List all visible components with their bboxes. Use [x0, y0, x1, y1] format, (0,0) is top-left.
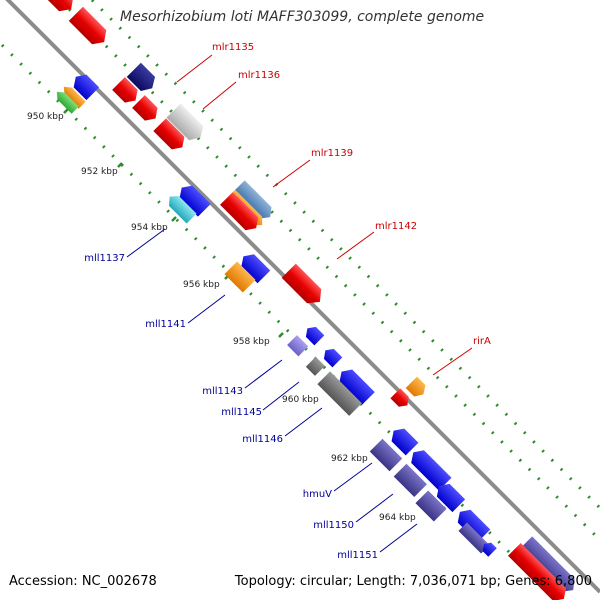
gene-forward-red-bottom[interactable]: [508, 543, 570, 600]
gene-forward-red-5[interactable]: [220, 192, 262, 234]
gene-reverse-blue-5[interactable]: [387, 424, 419, 456]
label-mll1141[interactable]: mll1141: [145, 319, 186, 330]
gene-mlr1136[interactable]: [166, 103, 207, 144]
label-mlr1136[interactable]: mlr1136: [238, 70, 280, 81]
label-mll1143[interactable]: mll1143: [202, 386, 243, 397]
scale-label-952: 952 kbp: [81, 167, 118, 177]
scale-label-956: 956 kbp: [183, 280, 220, 290]
gene-mll1137[interactable]: [165, 192, 197, 224]
forward-leaders: [176, 54, 473, 376]
map-title: Mesorhizobium loti MAFF303099, complete …: [120, 9, 485, 25]
scale-label-954: 954 kbp: [131, 223, 168, 233]
label-mll1146[interactable]: mll1146: [242, 434, 283, 445]
gene-rirA[interactable]: [405, 376, 429, 400]
scale-label-958: 958 kbp: [233, 337, 270, 347]
gene-reverse-blue-1[interactable]: [69, 70, 100, 101]
gene-mll1143[interactable]: [287, 335, 309, 357]
label-rirA[interactable]: rirA: [473, 336, 491, 347]
label-mlr1142[interactable]: mlr1142: [375, 221, 417, 232]
forward-gene-labels: mlr1135 mlr1136 mlr1139 mlr1142 rirA: [212, 42, 491, 347]
gene-mll1145[interactable]: [305, 356, 325, 376]
label-mll1151[interactable]: mll1151: [337, 550, 378, 561]
gene-mlr1142[interactable]: [281, 263, 327, 309]
gene-hmuV[interactable]: [369, 438, 403, 472]
label-mlr1139[interactable]: mlr1139: [311, 148, 353, 159]
gene-reverse-orange-1[interactable]: [60, 83, 86, 109]
gene-mll1151[interactable]: [458, 522, 490, 554]
gene-mll1141-blue[interactable]: [237, 250, 271, 284]
gene-forward-slate-bottom[interactable]: [519, 536, 579, 596]
scale-labels: 950 kbp 952 kbp 954 kbp 956 kbp 958 kbp …: [27, 112, 416, 523]
gene-mll1146[interactable]: [317, 371, 362, 416]
accession-label: Accession: NC_002678: [9, 574, 157, 589]
reverse-leaders: [126, 228, 418, 553]
grid-line-outer: [90, 0, 600, 510]
gene-reverse-blue-4[interactable]: [320, 345, 343, 368]
label-mlr1135[interactable]: mlr1135: [212, 42, 254, 53]
gene-forward-red-2[interactable]: [68, 6, 111, 49]
gene-forward-red-top[interactable]: [35, 0, 78, 16]
gene-forward-red-4[interactable]: [153, 118, 188, 153]
gene-reverse-green-1[interactable]: [53, 88, 79, 114]
genome-summary: Topology: circular; Length: 7,036,071 bp…: [234, 574, 592, 589]
label-hmuV[interactable]: hmuV: [303, 489, 332, 500]
gene-mll1141[interactable]: [224, 261, 256, 293]
gene-reverse-blue-3[interactable]: [302, 323, 325, 346]
gene-reverse-blue-6[interactable]: [407, 446, 452, 491]
gene-forward-red-3[interactable]: [132, 95, 162, 125]
gene-forward-red-6[interactable]: [390, 388, 412, 410]
gene-mlr1139[interactable]: [233, 180, 275, 222]
gene-mll1145-blue[interactable]: [335, 365, 375, 405]
gene-reverse-blue-7[interactable]: [433, 480, 466, 513]
gene-reverse-blue-9[interactable]: [480, 540, 497, 557]
gene-reverse-slate-3[interactable]: [415, 490, 447, 522]
scale-label-962: 962 kbp: [331, 454, 368, 464]
scale-label-960: 960 kbp: [282, 395, 319, 405]
grid-line-inner: [0, 43, 560, 600]
gene-mll1150[interactable]: [393, 463, 427, 497]
gene-reverse-blue-2[interactable]: [175, 181, 211, 217]
label-mll1145[interactable]: mll1145: [221, 407, 262, 418]
reverse-gene-labels: mll1137 mll1141 mll1143 mll1145 mll1146 …: [84, 253, 378, 561]
scale-label-950: 950 kbp: [27, 112, 64, 122]
scale-label-964: 964 kbp: [379, 513, 416, 523]
gene-reverse-blue-8[interactable]: [453, 505, 491, 543]
label-mll1137[interactable]: mll1137: [84, 253, 125, 264]
label-mll1150[interactable]: mll1150: [313, 520, 354, 531]
